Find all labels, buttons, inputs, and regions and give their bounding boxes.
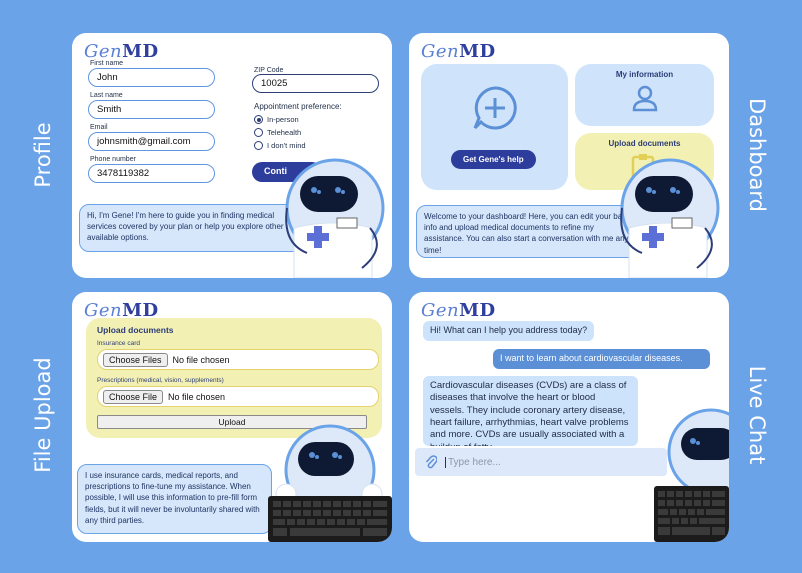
upload-documents-title: Upload documents: [97, 325, 174, 335]
upload-documents-title: Upload documents: [608, 139, 681, 148]
dashboard-panel: GenMD Get Gene's help My information Upl…: [409, 33, 729, 278]
gene-message: I use insurance cards, medical reports, …: [77, 464, 272, 534]
label-file-upload: File Upload: [31, 357, 55, 473]
choose-files-button[interactable]: Choose Files: [103, 352, 168, 367]
chat-message-user: I want to learn about cardiovascular dis…: [493, 349, 710, 369]
robot-mascot: [667, 408, 729, 494]
robot-mascot: [275, 424, 383, 516]
user-icon: [632, 85, 658, 112]
label-dashboard: Dashboard: [745, 98, 769, 212]
chat-message-bot-long: Cardiovascular diseases (CVDs) are a cla…: [423, 376, 638, 446]
get-help-tile[interactable]: Get Gene's help: [421, 64, 568, 190]
option-in-person[interactable]: In-person: [254, 115, 299, 124]
zip-label: ZIP Code: [254, 67, 284, 74]
insurance-card-label: Insurance card: [97, 340, 140, 347]
robot-mascot: [285, 158, 385, 278]
profile-panel: GenMD First name John Last name Smith Em…: [72, 33, 392, 278]
genmd-logo: GenMD: [84, 41, 159, 62]
chat-input-field[interactable]: Type here...: [445, 456, 501, 468]
radio-button[interactable]: [254, 141, 263, 150]
prescriptions-file-input[interactable]: Choose File No file chosen: [97, 386, 379, 407]
my-information-tile[interactable]: My information: [575, 64, 714, 126]
radio-button[interactable]: [254, 115, 263, 124]
insurance-file-status: No file chosen: [172, 354, 230, 365]
email-field[interactable]: johnsmith@gmail.com: [88, 132, 215, 151]
preference-label: Appointment preference:: [254, 102, 342, 111]
genmd-logo: GenMD: [84, 300, 159, 321]
prescriptions-label: Prescriptions (medical, vision, suppleme…: [97, 377, 224, 384]
zip-field[interactable]: 10025: [252, 74, 379, 93]
label-profile: Profile: [31, 122, 55, 188]
upload-button[interactable]: Upload: [97, 415, 367, 429]
insurance-file-input[interactable]: Choose Files No file chosen: [97, 349, 379, 370]
phone-label: Phone number: [90, 156, 136, 163]
keyboard-icon: [268, 496, 392, 542]
email-label: Email: [90, 124, 108, 131]
chat-input-bar[interactable]: Type here...: [415, 448, 667, 476]
upload-documents-card: Upload documents Insurance card Choose F…: [86, 318, 382, 438]
genmd-logo: GenMD: [421, 41, 496, 62]
first-name-field[interactable]: John: [88, 68, 215, 87]
live-chat-panel: GenMD Hi! What can I help you address to…: [409, 292, 729, 542]
chat-plus-icon: [473, 86, 517, 130]
get-gene-help-button[interactable]: Get Gene's help: [451, 150, 536, 169]
gene-message: Hi, I'm Gene! I'm here to guide you in f…: [79, 204, 311, 252]
first-name-label: First name: [90, 60, 124, 67]
last-name-field[interactable]: Smith: [88, 100, 215, 119]
prescriptions-file-status: No file chosen: [168, 391, 226, 402]
genmd-logo: GenMD: [421, 300, 496, 321]
paperclip-icon[interactable]: [425, 455, 437, 469]
label-live-chat: Live Chat: [745, 365, 769, 465]
file-upload-panel: GenMD Upload documents Insurance card Ch…: [72, 292, 392, 542]
phone-field[interactable]: 3478119382: [88, 164, 215, 183]
option-telehealth[interactable]: Telehealth: [254, 128, 301, 137]
gene-message: Welcome to your dashboard! Here, you can…: [416, 205, 641, 258]
keyboard-icon: [654, 486, 729, 542]
last-name-label: Last name: [90, 92, 123, 99]
my-information-title: My information: [615, 70, 674, 79]
choose-file-button[interactable]: Choose File: [103, 389, 164, 404]
robot-mascot: [620, 158, 720, 278]
radio-button[interactable]: [254, 128, 263, 137]
option-dont-mind[interactable]: I don't mind: [254, 141, 306, 150]
chat-message-bot: Hi! What can I help you address today?: [423, 321, 595, 341]
